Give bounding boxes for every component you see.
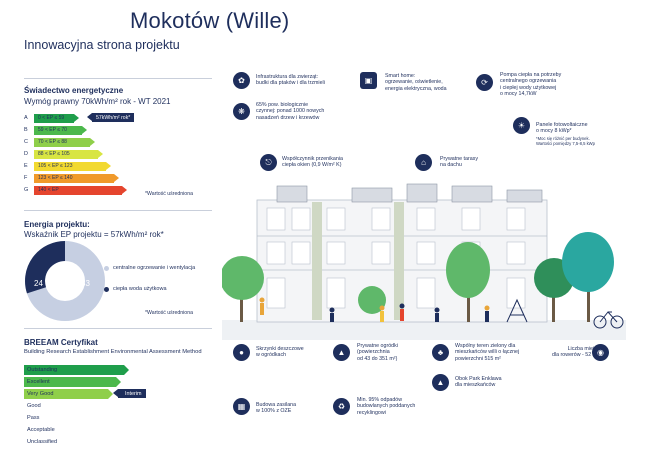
energy-class-bar: 140 < EP	[34, 185, 127, 195]
energy-cert-subtitle: Wymóg prawny 70kWh/m² rok - WT 2021	[24, 97, 171, 106]
energy-class-letter: A	[24, 115, 28, 121]
energy-class-letter: E	[24, 163, 28, 169]
building-power-icon: ▦	[233, 398, 250, 415]
donut-label-heating: 33	[81, 279, 90, 288]
energy-class-e: E 105 < EP ≤ 123	[24, 161, 111, 171]
ground	[222, 320, 626, 340]
terrace-icon: ⌂	[415, 154, 432, 171]
bicycle	[593, 311, 624, 329]
energy-class-g: G 140 < EP	[24, 185, 127, 195]
feature-animal-infrastructure: Infrastruktura dla zwierząt:budki dla pt…	[256, 74, 325, 87]
smart-home-icon: ▣	[360, 72, 377, 89]
trees	[222, 232, 614, 322]
thermometer-icon: ⎋	[260, 154, 277, 171]
solar-panel	[351, 187, 393, 203]
tree-icon: ▲	[432, 374, 449, 391]
garden-icon: ▲	[333, 344, 350, 361]
energy-class-letter: F	[24, 175, 28, 181]
energy-class-letter: C	[24, 139, 28, 145]
legend-swatch-heating	[104, 266, 109, 271]
divider	[24, 328, 212, 329]
legend-label-heating: centralne ogrzewanie i wentylacja	[113, 265, 196, 271]
sun-icon: ☀	[513, 117, 530, 134]
energy-class-c: C 70 < EP ≤ 88	[24, 137, 95, 147]
breeam-level-outstanding: Outstanding	[24, 365, 129, 375]
energy-class-bar: 59 < EP ≤ 70	[34, 125, 87, 135]
energy-class-letter: G	[24, 187, 29, 193]
energy-cert-title: Świadectwo energetyczne	[24, 86, 124, 95]
solar-panel	[406, 183, 438, 203]
breeam-level-good: Good	[27, 403, 41, 409]
playground	[506, 298, 528, 323]
energy-class-f: F 123 < EP ≤ 140	[24, 173, 119, 183]
solar-panel	[276, 185, 308, 203]
energy-class-letter: B	[24, 127, 28, 133]
green-wall	[312, 202, 322, 320]
solar-panel	[451, 185, 493, 203]
energy-class-bar: 105 < EP ≤ 123	[34, 161, 111, 171]
energy-class-b: B 59 < EP ≤ 70	[24, 125, 87, 135]
shared-green-icon: ♣	[432, 344, 449, 361]
breeam-level-acceptable: Acceptable	[27, 427, 55, 433]
building-illustration	[222, 183, 626, 340]
solar-panel	[506, 189, 543, 203]
energy-class-bar: 88 < EP ≤ 105	[34, 149, 103, 159]
breeam-level-excellent: Excellent	[24, 377, 121, 387]
leaf-icon: ❋	[233, 103, 250, 120]
breeam-title: BREEAM Certyfikat	[24, 338, 98, 347]
recycle-icon: ♻	[333, 398, 350, 415]
donut-slice-hot-water	[25, 241, 66, 294]
breeam-marker: Interim	[112, 389, 147, 398]
bicycle-icon: ◉	[592, 344, 609, 361]
project-energy-note: *Wartość uśredniona	[145, 310, 193, 316]
people	[259, 297, 490, 322]
breeam-level-unclassified: Unclassified	[27, 439, 58, 445]
feature-solar-note: *Moc się różnić per budynek.Wartości pom…	[536, 136, 595, 146]
energy-class-d: D 88 < EP ≤ 105	[24, 149, 103, 159]
divider	[24, 210, 212, 211]
energy-cert-note: *Wartość uśredniona	[145, 191, 193, 197]
donut-label-hot-water: 24	[34, 279, 43, 288]
breeam-level-pass: Pass	[27, 415, 40, 421]
green-wall	[394, 202, 404, 320]
energy-donut-chart: 24 33	[25, 241, 105, 321]
legend-label-hot-water: ciepła woda użytkowa	[113, 286, 167, 292]
energy-class-bar: 0 < EP ≤ 59	[34, 113, 79, 123]
paw-icon: ✿	[233, 72, 250, 89]
project-energy-title: Energia projektu:	[24, 220, 90, 229]
energy-class-bar: 123 < EP ≤ 140	[34, 173, 119, 183]
energy-class-a: A 0 < EP ≤ 59	[24, 113, 79, 123]
heat-pump-icon: ⟳	[476, 74, 493, 91]
windows	[266, 207, 526, 309]
page-title: Mokotów (Wille)	[130, 8, 290, 33]
divider	[24, 78, 212, 79]
energy-class-bar: 70 < EP ≤ 88	[34, 137, 95, 147]
page-subtitle: Innowacyjna strona projektu	[24, 38, 180, 52]
feature-smart-home: Smart home:ogrzewanie, oświetlenie,energ…	[385, 73, 447, 92]
breeam-subtitle: Building Research Establishment Environm…	[24, 349, 202, 355]
energy-class-letter: D	[24, 151, 28, 157]
project-energy-subtitle: Wskaźnik EP projektu = 57kWh/m² rok*	[24, 230, 164, 239]
legend-swatch-hot-water	[104, 287, 109, 292]
rain-drop-icon: ●	[233, 344, 250, 361]
breeam-level-very-good: Very Good	[24, 389, 113, 399]
energy-class-marker: 57kWh/m² rok*	[86, 113, 135, 122]
